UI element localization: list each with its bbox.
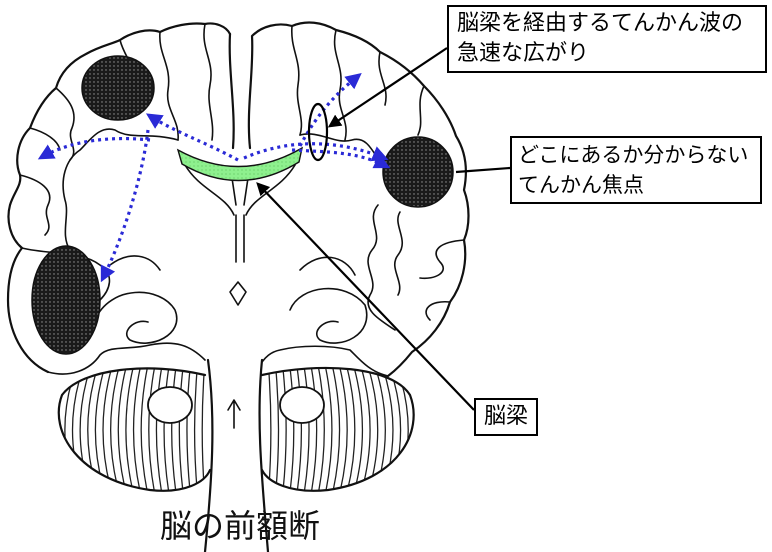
connector-unknown-focus — [455, 166, 511, 174]
cerebellar-folium-line — [316, 367, 325, 491]
label-unknown-focus-line1: どこにあるか分からない — [518, 143, 749, 167]
hippocampus-right — [289, 287, 368, 344]
cerebellar-folium-line — [295, 367, 303, 491]
cerebellar-folium-line — [87, 367, 101, 491]
corpus-callosum-highlight — [176, 146, 304, 182]
cerebellar-folium-line — [79, 367, 94, 491]
cerebellar-folium-line — [148, 367, 157, 491]
brainstem-right-edge — [258, 358, 270, 552]
cerebellar-folium-line — [186, 367, 192, 491]
septum — [231, 177, 249, 206]
insula-right — [299, 256, 356, 276]
hippocampus-left — [94, 291, 178, 344]
sulcus-line — [425, 300, 451, 321]
spread-arrow-to-top-left — [145, 113, 239, 162]
callosal-passage-outline — [307, 102, 329, 162]
cerebellar-nucleus-left — [147, 386, 193, 424]
sulcus-line — [393, 211, 404, 296]
label-callosal-spread: 脳梁を経由するてんかん波の 急速な広がり — [447, 5, 767, 73]
interhemispheric-fissure-left — [228, 32, 235, 150]
spread-arrow-to-left-focus — [100, 129, 150, 283]
sulcus-line — [159, 31, 179, 141]
cerebellar-folium-line — [372, 367, 386, 491]
aqueduct-arrow-icon — [227, 399, 241, 429]
label-corpus-callosum: 脳梁 — [474, 398, 539, 436]
epileptic-focus-right — [382, 136, 454, 208]
insula-left — [109, 255, 161, 271]
label-callosal-spread-line2: 急速な広がり — [457, 41, 590, 66]
sulcus-line — [419, 239, 465, 280]
cerebellar-folium-line — [281, 367, 287, 491]
left-temporal-lobe-boundary — [47, 342, 206, 375]
label-corpus-callosum-text: 脳梁 — [484, 404, 529, 429]
cerebellar-folium-line — [171, 367, 178, 491]
connector-corpus-callosum — [256, 182, 475, 411]
brainstem-left-edge — [203, 358, 214, 552]
cerebellar-folium-line — [132, 367, 143, 491]
epileptic-focus-left — [31, 245, 101, 355]
label-unknown-focus-line2: てんかん焦点 — [518, 173, 644, 197]
cerebellar-folium-line — [42, 360, 58, 500]
cerebellar-folium-line — [407, 367, 414, 491]
cerebellar-folium-line — [155, 367, 164, 491]
cerebellar-folium-line — [125, 367, 136, 491]
cerebellar-folium-line — [379, 367, 394, 491]
cerebellar-folium-line — [163, 367, 171, 491]
cerebellar-folium-line — [344, 367, 356, 491]
sulcus-line — [378, 51, 387, 106]
cerebellar-folium-line — [178, 367, 185, 491]
label-callosal-spread-line1: 脳梁を経由するてんかん波の — [457, 11, 744, 36]
label-unknown-focus: どこにあるか分からない てんかん焦点 — [510, 136, 762, 204]
connector-callosal-spread — [327, 47, 448, 128]
cerebrum — [6, 21, 470, 378]
cerebellar-folium-line — [302, 367, 310, 491]
sulcus-line — [29, 127, 61, 151]
sulcus-line — [203, 23, 214, 141]
cerebellum-right-outline — [260, 366, 415, 492]
right-temporal-lobe-boundary — [261, 345, 389, 377]
cerebellar-folia — [42, 360, 431, 500]
cerebellar-folium-line — [193, 367, 199, 491]
sulcus-line — [55, 87, 75, 161]
spread-arrow-to-right-focus-2 — [291, 148, 391, 169]
white-matter-boundary — [299, 133, 381, 163]
spread-arrow-to-left-surface — [37, 137, 151, 160]
lateral-ventricle-left — [184, 164, 235, 216]
spread-arrow-to-right-focus — [243, 142, 389, 162]
cerebellar-folium-line — [337, 367, 348, 491]
sylvian-fissure-left — [21, 247, 111, 301]
ventricle-diamond — [229, 281, 247, 306]
cerebellar-folium-line — [288, 367, 295, 491]
cerebellar-nucleus-right — [279, 386, 325, 424]
right-hemisphere-outline — [247, 21, 470, 378]
spread-arrow-to-right-upper — [298, 73, 362, 147]
cerebellar-folium-line — [140, 367, 150, 491]
cerebellar-folium-line — [351, 367, 364, 491]
sulcus-line — [367, 204, 396, 331]
cerebellum-left-outline — [57, 367, 212, 492]
cerebellar-folium-line — [323, 367, 333, 491]
cerebellar-folium-line — [330, 367, 341, 491]
cerebellar-folium-line — [94, 367, 108, 491]
third-ventricle — [235, 214, 245, 263]
epileptic-focus-top-left — [81, 55, 155, 121]
cerebellar-folium-line — [309, 367, 318, 491]
cerebellar-folium-line — [415, 360, 431, 500]
seizure-spread-arrows — [37, 73, 391, 283]
diagram-caption: 脳の前額断 — [160, 507, 321, 545]
sulcus-line — [19, 174, 51, 236]
sulcus-line — [333, 29, 347, 141]
sulcus-line — [417, 85, 425, 136]
sulcus-line — [291, 25, 303, 136]
cerebellar-folium-line — [274, 367, 280, 491]
left-hemisphere-outline — [6, 22, 232, 374]
